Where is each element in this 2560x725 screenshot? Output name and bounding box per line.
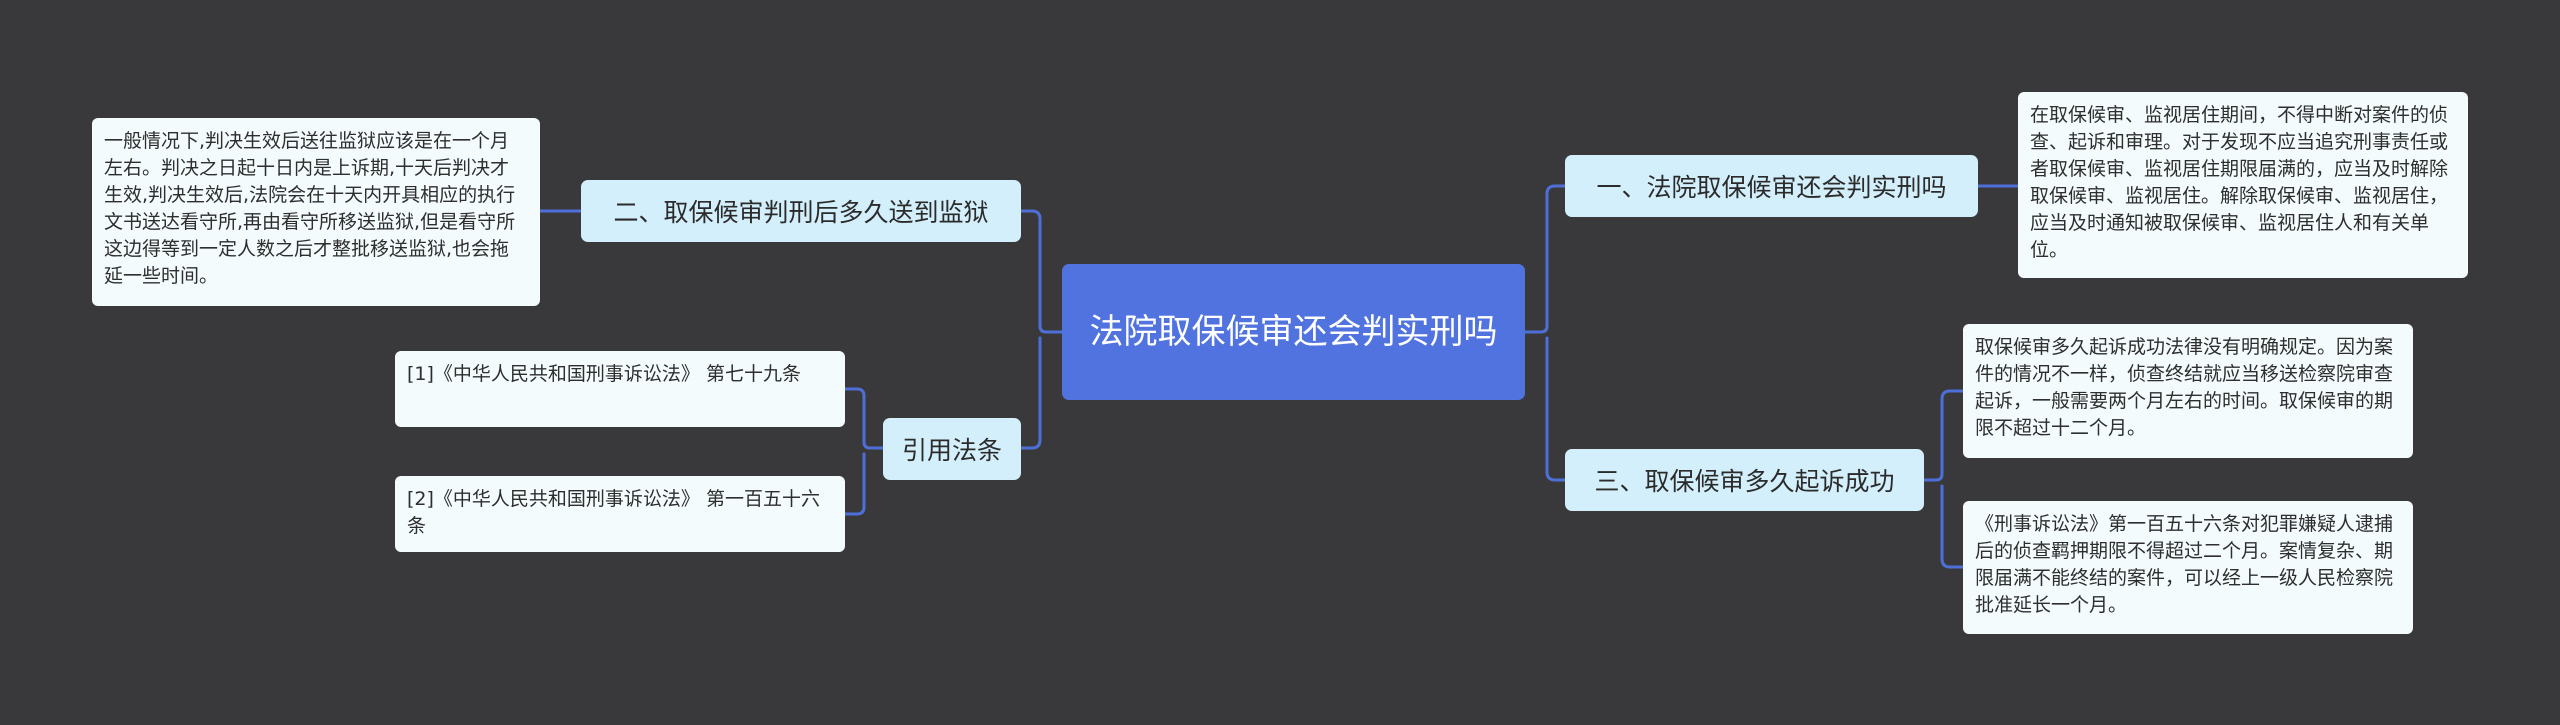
leaf-reference-2: [2]《中华人民共和国刑事诉讼法》 第一百五十六条 [395,476,845,552]
branch-legal-references-label: 引用法条 [901,436,1002,465]
branch-prison-timing-label: 二、取保候审判刑后多久送到监狱 [613,198,989,227]
leaf-reference-1: [1]《中华人民共和国刑事诉讼法》 第七十九条 [395,351,845,427]
connector-root-right [1523,184,1567,482]
leaf-prosecution-time-2-text: 《刑事诉讼法》第一百五十六条对犯罪嫌疑人逮捕后的侦查羁押期限不得超过二个月。案情… [1975,513,2394,616]
leaf-prison-timing-content: 一般情况下,判决生效后送往监狱应该是在一个月左右。判决之日起十日内是上诉期,十天… [104,130,516,287]
branch-prosecution-time-label: 三、取保候审多久起诉成功 [1594,467,1895,496]
leaf-prosecution-time-1: 取保候审多久起诉成功法律没有明确规定。因为案件的情况不一样，侦查终结就应当移送检… [1963,324,2413,458]
leaf-prosecution-time-2: 《刑事诉讼法》第一百五十六条对犯罪嫌疑人逮捕后的侦查羁押期限不得超过二个月。案情… [1963,501,2413,634]
branch-prison-timing[interactable]: 二、取保候审判刑后多久送到监狱 [581,180,1021,242]
branch-prosecution-time[interactable]: 三、取保候审多久起诉成功 [1565,449,1924,511]
connector-root-left [1019,209,1064,450]
leaf-actual-sentence-text: 在取保候审、监视居住期间，不得中断对案件的侦查、起诉和审理。对于发现不应当追究刑… [2018,92,2468,278]
root-topic[interactable]: 法院取保候审还会判实刑吗 [1062,264,1525,400]
connector-left-refs [843,387,885,516]
leaf-reference-2-text: [2]《中华人民共和国刑事诉讼法》 第一百五十六条 [407,488,820,537]
branch-actual-sentence[interactable]: 一、法院取保候审还会判实刑吗 [1565,155,1978,217]
leaf-prosecution-time-1-text: 取保候审多久起诉成功法律没有明确规定。因为案件的情况不一样，侦查终结就应当移送检… [1975,336,2394,439]
branch-legal-references[interactable]: 引用法条 [883,418,1021,480]
branch-actual-sentence-label: 一、法院取保候审还会判实刑吗 [1596,173,1947,202]
leaf-actual-sentence-content: 在取保候审、监视居住期间，不得中断对案件的侦查、起诉和审理。对于发现不应当追究刑… [2030,104,2449,261]
leaf-prison-timing-text: 一般情况下,判决生效后送往监狱应该是在一个月左右。判决之日起十日内是上诉期,十天… [92,118,540,306]
leaf-reference-1-text: [1]《中华人民共和国刑事诉讼法》 第七十九条 [407,363,801,385]
connector-right-texts [1922,389,1965,569]
root-topic-title: 法院取保候审还会判实刑吗 [1089,312,1498,352]
